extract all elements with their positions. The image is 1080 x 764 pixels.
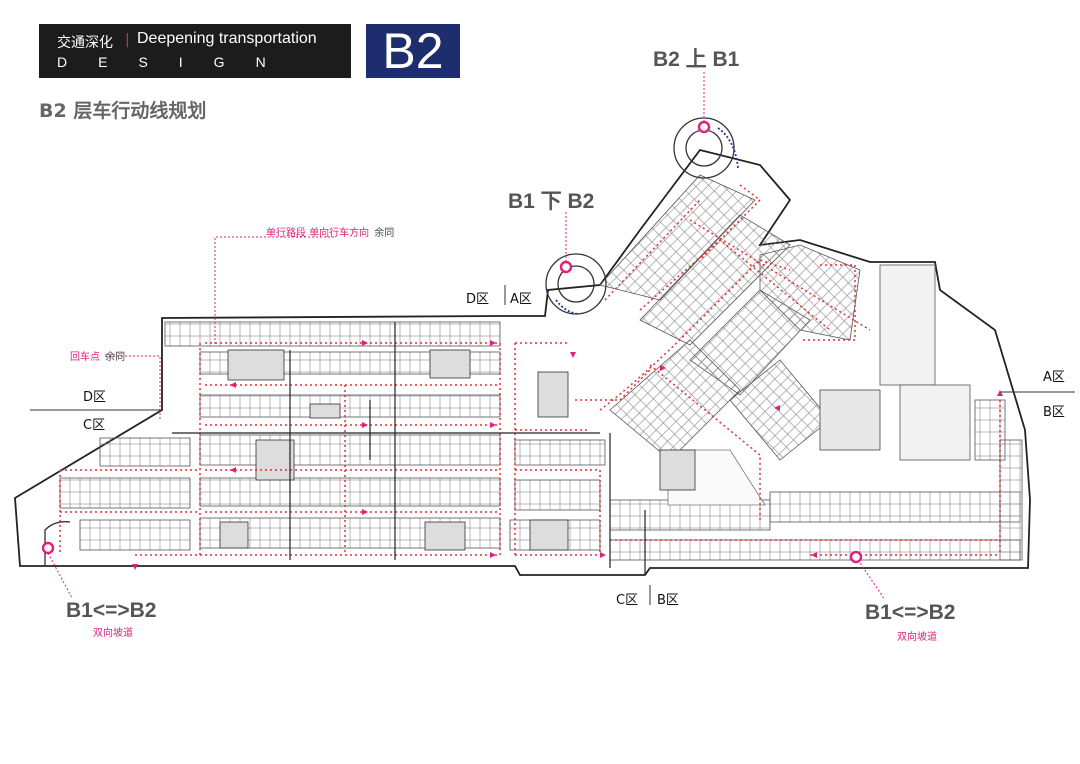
header-design-label: DESIGN — [57, 54, 297, 70]
page-title: B2 层车行动线规划 — [39, 100, 207, 122]
annotation-turnaround: 回车点 余同 — [70, 345, 125, 364]
annotation-turnaround-rest: 余同 — [105, 352, 126, 363]
ramp-left-twoway-sub: 双向坡道 — [93, 628, 133, 639]
traffic-routes — [59, 184, 1001, 556]
ramp-markers — [41, 120, 863, 564]
header-cn-label: 交通深化 — [57, 35, 113, 51]
callout-leaders — [47, 72, 886, 601]
ramp-label-right-twoway: B1<=>B2 — [865, 601, 956, 624]
level-badge: B2 — [366, 24, 460, 78]
stair-cores — [219, 349, 696, 551]
zone-label-b-bottom: B区 — [657, 593, 679, 608]
ramp-label-b1-down-b2: B1 下 B2 — [508, 190, 595, 213]
zone-label-a-top: A区 — [510, 292, 532, 307]
building-outline — [14, 148, 1031, 576]
header-separator: | — [125, 32, 130, 48]
zone-label-c-bottom: C区 — [616, 593, 639, 608]
header-en-label: Deepening transportation — [137, 30, 317, 47]
annotation-oneway: 单行路段 单向行车方向 余同 — [266, 221, 394, 240]
zone-label-a-right: A区 — [1043, 370, 1065, 385]
zone-label-d-top: D区 — [466, 292, 490, 307]
zone-label-c-left: C区 — [83, 418, 106, 433]
structural-lines — [172, 322, 646, 575]
direction-arrows — [132, 340, 1003, 570]
ramp-direction-arrows — [555, 127, 739, 315]
annotation-oneway-text: 单行路段 单向行车方向 — [266, 228, 370, 239]
annotation-turnaround-text: 回车点 — [70, 352, 100, 363]
ramp-label-b2-up-b1: B2 上 B1 — [653, 48, 740, 71]
ramp-right-twoway-sub: 双向坡道 — [897, 632, 937, 643]
zone-label-d-left: D区 — [83, 390, 107, 405]
ramp-label-left-twoway: B1<=>B2 — [66, 599, 157, 622]
parking-blocks-east — [609, 264, 1023, 561]
header-bar: 交通深化 | Deepening transportation DESIGN — [39, 24, 351, 78]
zone-dividers — [30, 285, 1075, 605]
annotation-oneway-rest: 余同 — [374, 228, 395, 239]
zone-label-b-right: B区 — [1043, 405, 1065, 420]
